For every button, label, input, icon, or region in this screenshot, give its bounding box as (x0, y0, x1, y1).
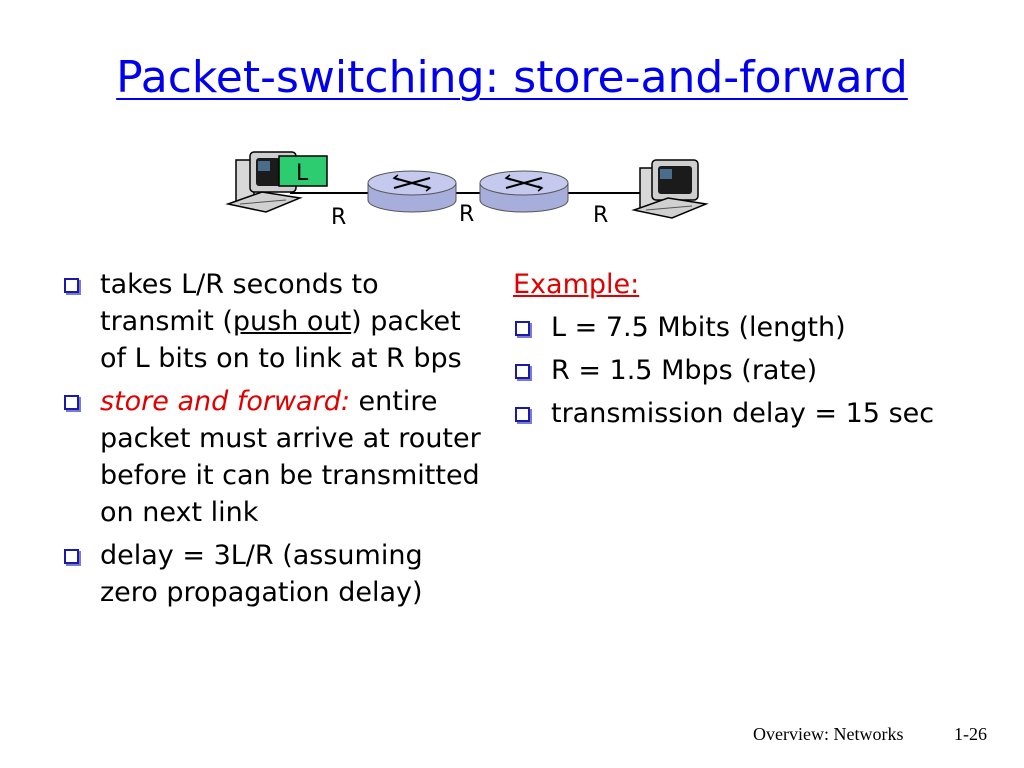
right-column: Example: L = 7.5 Mbits (length) R = 1.5 … (513, 266, 1013, 438)
network-diagram: L R R R (225, 151, 709, 230)
bullet-item: takes L/R seconds to transmit (push out)… (62, 266, 482, 377)
link-label-1: R (331, 205, 346, 230)
computer-icon (631, 159, 709, 219)
bullet-icon (515, 321, 530, 336)
bullet-item: delay = 3L/R (assuming zero propagation … (62, 537, 482, 611)
bullet-icon (64, 395, 79, 410)
bullet-emphasis: store and forward: (100, 386, 350, 417)
packet-label: L (296, 161, 309, 186)
packet-box (278, 155, 328, 187)
bullet-underlined-text: push out (232, 306, 352, 337)
example-item: R = 1.5 Mbps (rate) (513, 352, 1013, 389)
bullet-icon (515, 407, 530, 422)
footer-page-number: 1-26 (954, 724, 987, 744)
example-item-text: transmission delay = 15 sec (551, 398, 935, 429)
bullet-text: takes L/R seconds to transmit ( (100, 269, 379, 337)
router-icon (367, 170, 457, 213)
slide-title: Packet-switching: store-and-forward (116, 52, 908, 103)
router-icon (479, 170, 569, 213)
link-label-2: R (459, 202, 474, 227)
left-column: takes L/R seconds to transmit (push out)… (62, 266, 482, 617)
bullet-icon (64, 549, 79, 564)
example-item-text: L = 7.5 Mbits (length) (551, 312, 846, 343)
bullet-icon (515, 364, 530, 379)
bullet-text: ) packet of L bits on to link at R bps (100, 306, 462, 374)
footer-course: Overview: Networks (753, 724, 904, 744)
example-item: L = 7.5 Mbits (length) (513, 309, 1013, 346)
bullet-text: entire packet must arrive at router befo… (100, 386, 481, 528)
bullet-icon (64, 278, 79, 293)
example-item-text: R = 1.5 Mbps (rate) (551, 355, 818, 386)
example-item: transmission delay = 15 sec (513, 395, 1013, 432)
bullet-text: delay = 3L/R (assuming zero propagation … (100, 540, 423, 608)
example-heading: Example: (513, 269, 640, 300)
link-label-3: R (593, 203, 608, 228)
bullet-item: store and forward: entire packet must ar… (62, 383, 482, 531)
